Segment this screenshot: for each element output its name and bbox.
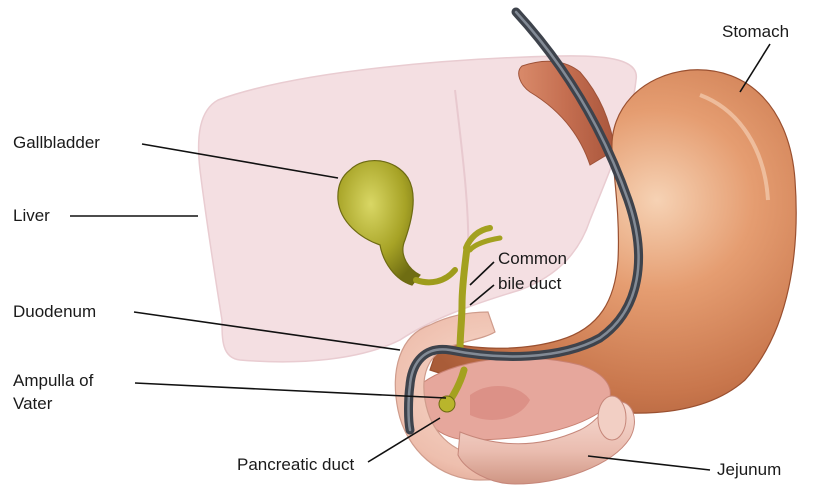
label-duodenum: Duodenum	[13, 302, 96, 322]
label-common-bile-duct-line1: Common	[498, 249, 567, 269]
label-jejunum: Jejunum	[717, 460, 781, 480]
label-gallbladder: Gallbladder	[13, 133, 100, 153]
label-common-bile-duct-line2: bile duct	[498, 274, 561, 294]
leader-line-jejunum	[588, 456, 710, 470]
label-ampulla-line2: Vater	[13, 394, 52, 414]
label-ampulla-line1: Ampulla of	[13, 371, 93, 391]
label-pancreatic-duct: Pancreatic duct	[237, 455, 354, 475]
leader-line-stomach	[740, 44, 770, 92]
label-stomach: Stomach	[722, 22, 789, 42]
label-liver: Liver	[13, 206, 50, 226]
jejunum-end	[598, 396, 626, 440]
